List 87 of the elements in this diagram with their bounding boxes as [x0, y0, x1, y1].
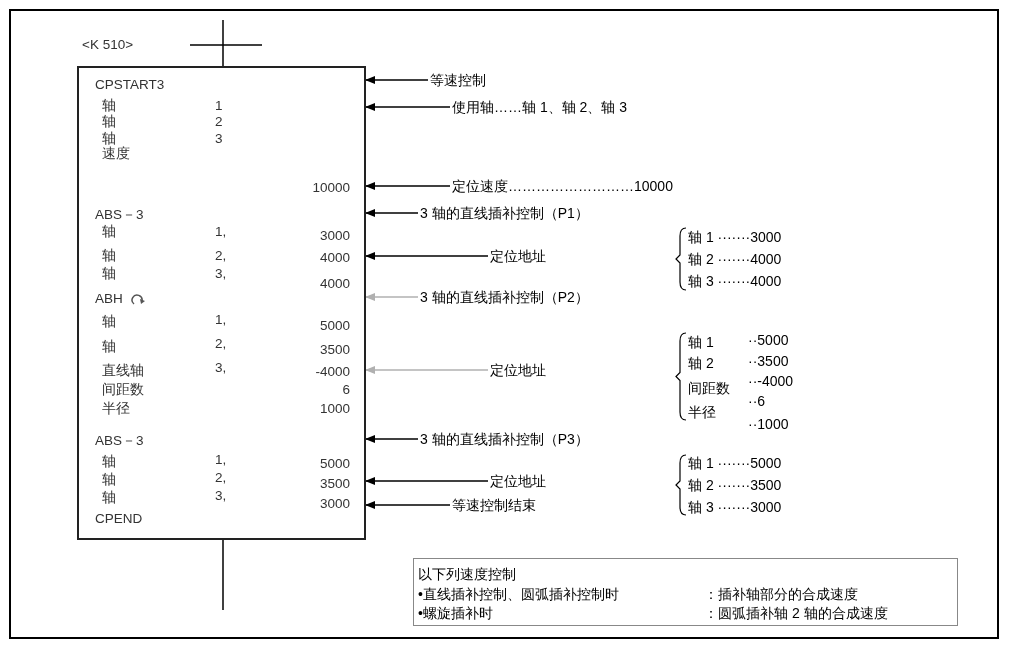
program-line: 轴 — [102, 314, 116, 330]
annotation-text: 3 轴的直线插补控制（P3） — [420, 431, 589, 447]
note-box — [413, 558, 958, 626]
program-line: 轴 — [102, 454, 116, 470]
arrow — [365, 293, 419, 301]
program-line: 轴 — [102, 114, 116, 130]
program-line: 轴 — [102, 98, 116, 114]
program-line: 2, — [215, 470, 227, 486]
arrow — [365, 76, 429, 84]
annotation-text: 定位速度………………………10000 — [452, 178, 673, 194]
axis-name: 轴 1 — [688, 334, 714, 350]
program-line: ABS－3 — [95, 433, 144, 449]
annotation-text: 定位地址 — [490, 248, 546, 264]
annotation-text: 3 轴的直线插补控制（P1） — [420, 205, 589, 221]
program-line: 5000 — [319, 318, 350, 334]
program-line: 1, — [215, 224, 227, 240]
note-text: •螺旋插补时 — [418, 605, 493, 621]
program-line: 轴 — [102, 248, 116, 264]
note-text: •直线插补控制、圆弧插补控制时 — [418, 586, 619, 602]
program-line: 轴 — [102, 472, 116, 488]
program-line: CPSTART3 — [95, 77, 165, 93]
program-line: 3000 — [319, 228, 350, 244]
program-line: 3, — [215, 266, 227, 282]
arrow — [365, 435, 419, 443]
axis-name: 轴 2 ·······4000 — [688, 251, 782, 267]
annotation-text: 3 轴的直线插补控制（P2） — [420, 289, 589, 305]
program-line: 4000 — [319, 250, 350, 266]
program-line: 1, — [215, 452, 227, 468]
axis-name: 间距数 — [688, 380, 730, 396]
arrow — [365, 209, 419, 217]
annotation-text: 等速控制 — [430, 72, 486, 88]
annotation-text: 定位地址 — [490, 473, 546, 489]
program-line: 1 — [215, 98, 223, 114]
program-line: CPEND — [95, 511, 143, 527]
axis-name: 半径 — [688, 404, 716, 420]
program-line: 半径 — [102, 401, 130, 417]
program-line: ABH — [95, 291, 123, 307]
program-line: 直线轴 — [102, 363, 144, 379]
axis-name: ··3500 — [748, 353, 789, 369]
program-line: 2, — [215, 248, 227, 264]
program-line: 轴 — [102, 266, 116, 282]
note-text: ：插补轴部分的合成速度 — [704, 586, 858, 602]
annotation-text: 等速控制结束 — [452, 497, 536, 513]
program-line: 1000 — [319, 401, 350, 417]
program-line: 10000 — [312, 180, 350, 196]
program-line: 轴 — [102, 339, 116, 355]
program-line: 4000 — [319, 276, 350, 292]
arrow — [365, 103, 451, 111]
axis-name: 轴 2 — [688, 355, 714, 371]
program-line: 速度 — [102, 146, 130, 162]
program-line: 3000 — [319, 496, 350, 512]
axis-name: 轴 3 ·······4000 — [688, 273, 782, 289]
program-line: 3500 — [319, 476, 350, 492]
annotation-text: 定位地址 — [490, 362, 546, 378]
program-line: 3, — [215, 360, 227, 376]
program-label: <K 510> — [82, 37, 134, 53]
axis-name: ··6 — [748, 393, 766, 409]
arrow — [365, 182, 451, 190]
program-line: 6 — [342, 382, 350, 398]
annotation-text: 使用轴……轴 1、轴 2、轴 3 — [452, 99, 628, 115]
axis-name: 轴 3 ·······3000 — [688, 499, 782, 515]
arrow — [365, 477, 489, 485]
note-text: ：圆弧插补轴 2 轴的合成速度 — [704, 605, 888, 621]
program-line: 3500 — [319, 342, 350, 358]
program-line: 2, — [215, 336, 227, 352]
axis-name: 轴 1 ·······5000 — [688, 455, 782, 471]
program-line: 2 — [215, 114, 223, 130]
program-line: -4000 — [315, 364, 350, 380]
axis-name: ··1000 — [748, 416, 789, 432]
axis-name: 轴 2 ·······3500 — [688, 477, 782, 493]
program-line: 3, — [215, 488, 227, 504]
arrow — [365, 501, 451, 509]
program-box — [77, 66, 366, 540]
program-line: ABS－3 — [95, 207, 144, 223]
axis-name: ··5000 — [748, 332, 789, 348]
arrow — [365, 366, 489, 374]
program-line: 5000 — [319, 456, 350, 472]
note-text: 以下列速度控制 — [418, 566, 516, 582]
program-line: 轴 — [102, 131, 116, 146]
arrow — [365, 252, 489, 260]
program-line: 轴 — [102, 224, 116, 240]
axis-name: 轴 1 ·······3000 — [688, 229, 782, 245]
program-line: 3 — [215, 131, 223, 147]
program-line: 1, — [215, 312, 227, 328]
program-line: 轴 — [102, 490, 116, 506]
program-line: 间距数 — [102, 382, 144, 398]
axis-name: ··-4000 — [748, 373, 794, 389]
